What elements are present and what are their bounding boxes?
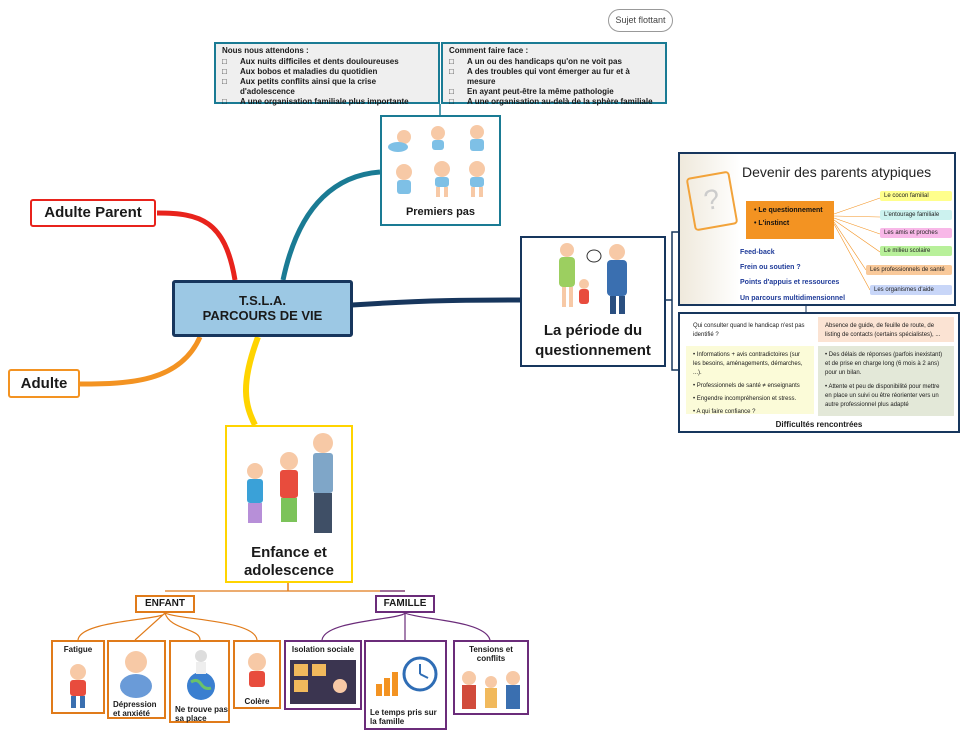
enfance-adolescence-topic[interactable]: Enfance et adolescence <box>225 425 353 583</box>
questionnement-label-line1: La période du <box>543 322 643 339</box>
temps-famille-card[interactable]: Le temps pris sur la famille <box>364 640 447 730</box>
diff-left-bullet: • Informations + avis contradictoires (s… <box>693 352 803 376</box>
premiers-pas-label: Premiers pas <box>405 206 476 218</box>
expectation-item: Aux bobos et maladies du quotidien <box>222 67 432 77</box>
expectation-item: Aux petits conflits ainsi que la crise d… <box>222 77 432 97</box>
ne-trouve-pas-label: Ne trouve pas sa place <box>175 705 228 723</box>
tag-entourage-familiale: L'entourage familiale <box>880 210 952 220</box>
tag-professionnels-sante: Les professionnels de santé <box>866 265 952 275</box>
diff-right-bullet: • Des délais de réponses (parfois inexis… <box>825 352 943 376</box>
colere-card[interactable]: Colère <box>233 640 281 709</box>
tag-organismes-aide: Les organismes d'aide <box>870 285 952 295</box>
coping-item: A un ou des handicaps qu'on ne voit pas <box>449 57 659 67</box>
premiers-pas-expectations-note: Nous nous attendons : Aux nuits difficil… <box>214 42 440 107</box>
expectation-item: Aux nuits difficiles et dents douloureus… <box>222 57 432 67</box>
colere-label: Colère <box>244 697 270 706</box>
tensions-card[interactable]: Tensions et conflits <box>453 640 529 715</box>
tensions-label: Tensions et conflits <box>469 645 513 663</box>
floating-topic[interactable]: Sujet flottant <box>608 9 673 32</box>
expectation-item: A une organisation familiale plus import… <box>222 97 432 107</box>
babies-illustration <box>388 125 485 197</box>
questionnement-label-line2: questionnement <box>535 342 651 359</box>
ne-trouve-pas-card[interactable]: Ne trouve pas sa place <box>169 640 230 723</box>
temps-famille-label: Le temps pris sur la famille <box>370 708 437 726</box>
isolated-person-icon <box>290 660 356 704</box>
enfant-topic[interactable]: ENFANT <box>135 595 195 613</box>
coping-item: A des troubles qui vont émerger au fur e… <box>449 67 659 87</box>
family-questioning-illustration <box>559 243 627 314</box>
blue-line-points-appuis: Points d'appuis et ressources <box>740 279 840 286</box>
fatigue-label: Fatigue <box>63 645 93 654</box>
coping-title: Comment faire face : <box>449 46 529 55</box>
baby-icon <box>388 125 485 197</box>
orange-item: • Le questionnement <box>754 207 823 214</box>
tag-cocon-familial: Le cocon familial <box>880 191 952 201</box>
diff-top-right: Absence de guide, de feuille de route, d… <box>818 317 954 342</box>
children-illustration <box>247 433 333 533</box>
tag-milieu-scolaire: Le milieu scolaire <box>880 246 952 256</box>
diff-right-bullets: • Des délais de réponses (parfois inexis… <box>818 346 954 416</box>
premiers-pas-topic[interactable]: Premiers pas <box>380 115 501 226</box>
panel-title: Devenir des parents atypiques <box>742 164 932 180</box>
depression-card[interactable]: Dépression et anxiété <box>107 640 166 719</box>
blue-line-frein: Frein ou soutien ? <box>740 264 801 271</box>
panel-connectors <box>833 197 881 291</box>
tired-child-icon <box>70 664 86 708</box>
coping-item: En ayant peut-être la même pathologie <box>449 87 659 97</box>
question-mark-decor <box>680 154 740 304</box>
globe-person-icon <box>187 650 215 700</box>
depression-label: Dépression et anxiété <box>113 700 157 718</box>
central-title-line2: PARCOURS DE VIE <box>202 308 323 323</box>
blue-line-feedback: Feed-back <box>740 249 775 256</box>
orange-box: • Le questionnement • L'instinct <box>746 201 834 239</box>
premiers-pas-coping-note: Comment faire face : A un ou des handica… <box>441 42 667 107</box>
family-conflict-icon <box>462 671 520 709</box>
difficultes-title: Difficultés rencontrées <box>775 420 863 429</box>
expectations-list: Aux nuits difficiles et dents douloureus… <box>222 57 432 107</box>
adulte-parent-topic[interactable]: Adulte Parent <box>30 199 156 227</box>
adulte-topic[interactable]: Adulte <box>8 369 80 398</box>
blue-line-parcours: Un parcours multidimensionnel <box>740 295 846 302</box>
isolation-card[interactable]: Isolation sociale <box>284 640 362 710</box>
diff-right-bullet: • Attente et peu de disponibilité pour m… <box>825 384 940 408</box>
diff-left-bullets: • Informations + avis contradictoires (s… <box>686 346 814 415</box>
famille-topic[interactable]: FAMILLE <box>375 595 435 613</box>
diff-left-bullet: • Engendre incompréhension et stress. <box>693 396 797 402</box>
central-topic[interactable]: T.S.L.A. PARCOURS DE VIE <box>172 280 353 337</box>
diff-left-bullet: • Professionnels de santé ≠ enseignants <box>693 383 800 389</box>
tag-amis-proches: Les amis et proches <box>880 228 952 238</box>
parents-atypiques-panel: ? Devenir des parents atypiques • Le que… <box>678 152 956 306</box>
enfance-label-line2: adolescence <box>243 562 335 579</box>
enfance-label-line1: Enfance et <box>251 544 327 561</box>
expectations-title: Nous nous attendons : <box>222 46 309 55</box>
diff-top-left: Qui consulter quand le handicap n'est pa… <box>686 317 814 342</box>
isolation-label: Isolation sociale <box>291 645 355 654</box>
diff-left-bullet: • A qui faire confiance ? <box>693 409 756 415</box>
questionnement-topic[interactable]: La période du questionnement <box>520 236 666 367</box>
time-clock-icon <box>376 656 438 696</box>
coping-item: A une organisation au-delà de la sphère … <box>449 97 659 107</box>
orange-item: • L'instinct <box>754 220 790 227</box>
coping-list: A un ou des handicaps qu'on ne voit pas … <box>449 57 659 107</box>
fatigue-card[interactable]: Fatigue <box>51 640 105 714</box>
difficultes-panel: Qui consulter quand le handicap n'est pa… <box>678 312 960 433</box>
central-title-line1: T.S.L.A. <box>239 293 286 308</box>
sad-child-icon <box>120 651 152 698</box>
angry-child-icon <box>248 653 266 687</box>
